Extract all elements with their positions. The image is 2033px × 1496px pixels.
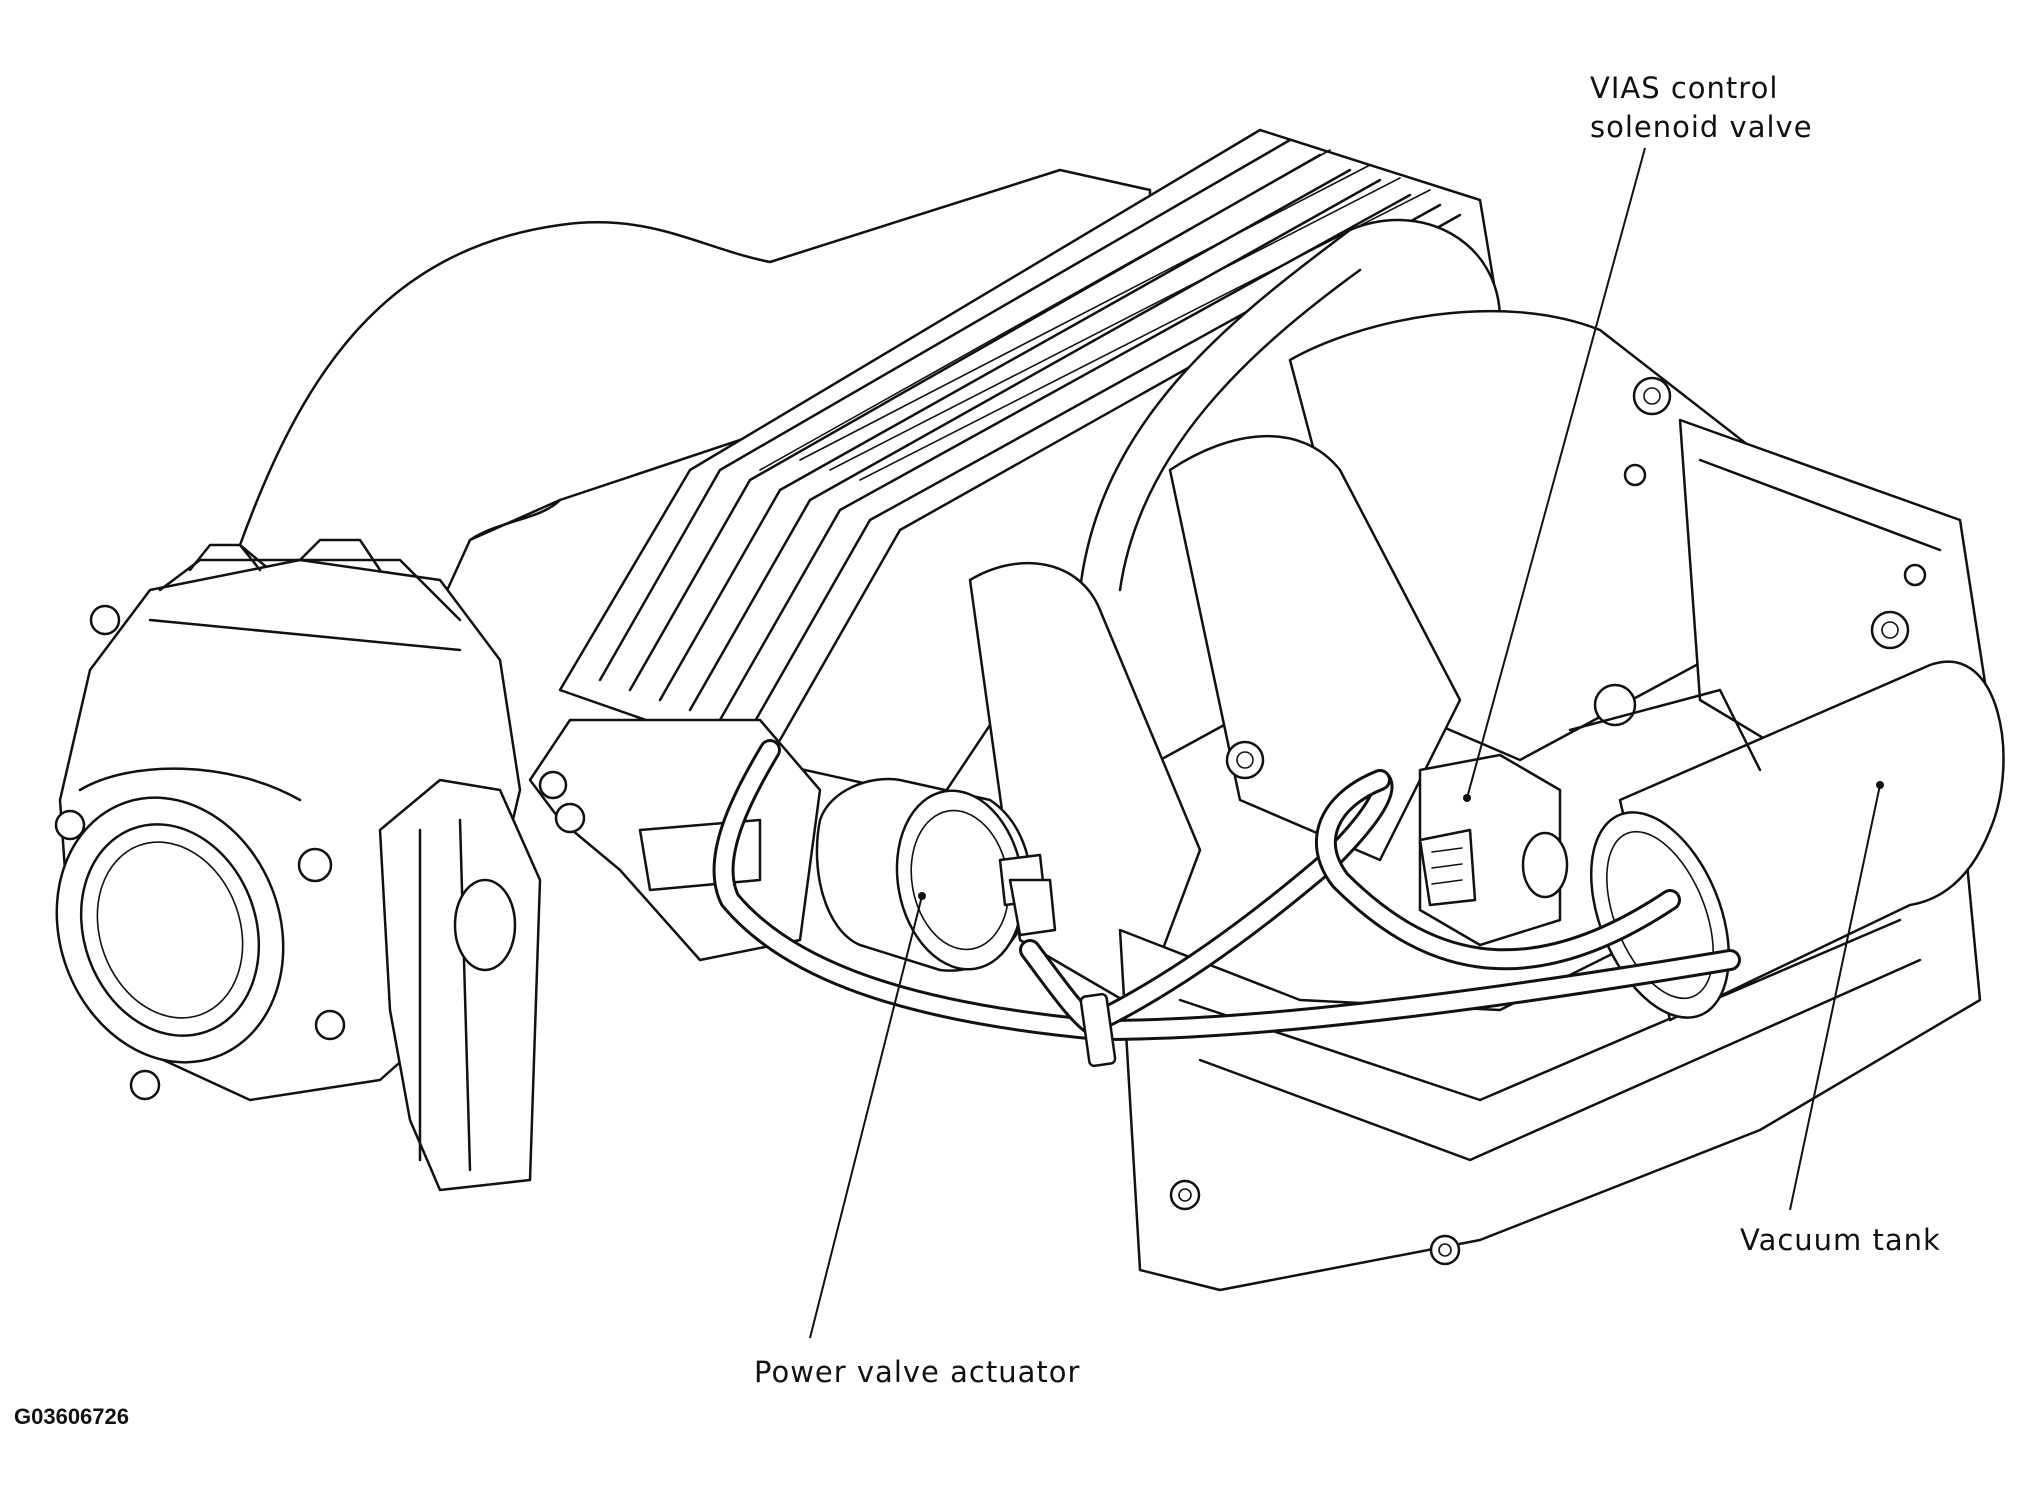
bolt-bosses (1169, 376, 1927, 1266)
vias-solenoid-valve (1418, 753, 1569, 947)
power-valve-actuator (815, 777, 1057, 972)
vacuum-hoses (712, 739, 1741, 1068)
leader-vacuum-tank (1789, 784, 1881, 1211)
leader-dot-tank (1876, 781, 1884, 789)
leader-dot-power-valve (918, 892, 926, 900)
label-vacuum-tank: Vacuum tank (1740, 1223, 1941, 1257)
intake-duct (238, 168, 1152, 652)
throttle-body (54, 538, 542, 1192)
leader-power-valve (809, 895, 923, 1339)
figure-id: G03606726 (14, 1404, 129, 1429)
leader-lines (809, 147, 1884, 1339)
label-power-valve-actuator: Power valve actuator (754, 1355, 1080, 1389)
label-vias-line1: VIAS control (1590, 71, 1778, 105)
leader-dot-vias (1463, 794, 1471, 802)
label-vias-line2: solenoid valve (1590, 110, 1813, 144)
leader-vias-solenoid (1466, 147, 1646, 799)
